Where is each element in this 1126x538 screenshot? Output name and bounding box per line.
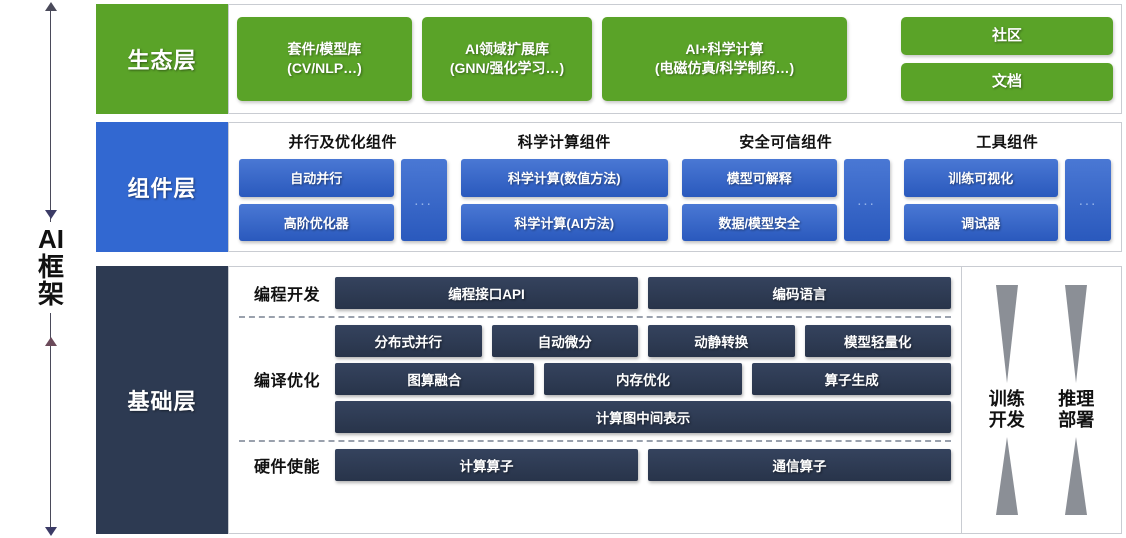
base-section-compilation: 编译优化 分布式并行 自动微分 动静转换 模型轻量化 图算融合 内存优化 算子生… bbox=[239, 325, 952, 433]
base-button-memory-optimization[interactable]: 内存优化 bbox=[543, 363, 743, 395]
base-button-programming-api[interactable]: 编程接口API bbox=[335, 277, 638, 309]
eco-box-documentation[interactable]: 文档 bbox=[901, 63, 1113, 101]
component-button-debugger[interactable]: 调试器 bbox=[903, 203, 1058, 241]
base-button-graph-operator-fusion[interactable]: 图算融合 bbox=[335, 363, 534, 395]
eco-box-ai-domain-extension-line2: (GNN/强化学习…) bbox=[449, 60, 565, 76]
eco-box-ai-scientific-computing-line1: AI+科学计算 bbox=[685, 41, 764, 58]
component-button-data-model-security[interactable]: 数据/模型安全 bbox=[682, 203, 837, 241]
component-group-parallel-optimization: 并行及优化组件 自动并行 高阶优化器 ... bbox=[239, 131, 447, 241]
component-layer-row: 组件层 并行及优化组件 自动并行 高阶优化器 ... 科学计算组件 科学计算(数… bbox=[96, 122, 1122, 252]
section-divider bbox=[239, 440, 951, 442]
component-button-sci-numerical[interactable]: 科学计算(数值方法) bbox=[460, 159, 668, 197]
arrow-down-icon bbox=[995, 285, 1018, 384]
base-layer-row: 基础层 编程开发 编程接口API 编码语言 编译优化 bbox=[96, 266, 1122, 534]
ecosystem-layer-tag: 生态层 bbox=[96, 4, 228, 114]
eco-box-model-library-line2: (CV/NLP…) bbox=[287, 60, 362, 76]
section-divider bbox=[239, 316, 951, 318]
component-more-ellipsis[interactable]: ... bbox=[843, 159, 890, 241]
component-button-higher-order-optimizer[interactable]: 高阶优化器 bbox=[239, 203, 394, 241]
ecosystem-layer-body: 套件/模型库 (CV/NLP…) AI领域扩展库 (GNN/强化学习…) AI+… bbox=[228, 4, 1122, 114]
base-button-computation-graph-ir[interactable]: 计算图中间表示 bbox=[335, 401, 951, 433]
lifecycle-inference-line-2: 部署 bbox=[1058, 410, 1095, 430]
eco-box-model-library[interactable]: 套件/模型库 (CV/NLP…) bbox=[237, 17, 412, 101]
component-button-model-explainability[interactable]: 模型可解释 bbox=[682, 159, 837, 197]
base-button-model-lightweighting[interactable]: 模型轻量化 bbox=[804, 325, 951, 357]
axis-label-line-2: 框 bbox=[37, 251, 64, 282]
component-more-ellipsis[interactable]: ... bbox=[1065, 159, 1111, 241]
base-button-distributed-parallel[interactable]: 分布式并行 bbox=[335, 325, 482, 357]
base-layer-body: 编程开发 编程接口API 编码语言 编译优化 分布式并行 bbox=[228, 266, 1122, 534]
base-section-label-hardware: 硬件使能 bbox=[253, 459, 320, 476]
arrow-up-icon bbox=[1065, 436, 1088, 515]
base-section-programming: 编程开发 编程接口API 编码语言 bbox=[239, 273, 951, 309]
component-button-auto-parallel[interactable]: 自动并行 bbox=[239, 159, 394, 197]
axis-arrow-up-lower-icon bbox=[45, 337, 57, 346]
base-layer-sections: 编程开发 编程接口API 编码语言 编译优化 分布式并行 bbox=[229, 267, 961, 533]
base-button-static-dynamic-conversion[interactable]: 动静转换 bbox=[648, 325, 795, 357]
base-button-compute-operator[interactable]: 计算算子 bbox=[335, 449, 638, 481]
component-group-security-trust: 安全可信组件 模型可解释 数据/模型安全 ... bbox=[682, 131, 890, 241]
axis-label: AI 框 架 bbox=[24, 222, 78, 313]
component-more-ellipsis[interactable]: ... bbox=[400, 159, 447, 241]
eco-box-ai-domain-extension[interactable]: AI领域扩展库 (GNN/强化学习…) bbox=[422, 17, 592, 101]
axis-arrow-down-upper-icon bbox=[45, 210, 57, 219]
base-button-auto-differentiation[interactable]: 自动微分 bbox=[491, 325, 638, 357]
lifecycle-training-line-2: 开发 bbox=[988, 410, 1025, 430]
component-layer-tag: 组件层 bbox=[96, 122, 228, 252]
component-group-tools: 工具组件 训练可视化 调试器 ... bbox=[903, 131, 1111, 241]
base-section-label-compilation: 编译优化 bbox=[253, 373, 320, 390]
base-layer-tag: 基础层 bbox=[96, 266, 228, 534]
component-group-title: 安全可信组件 bbox=[739, 134, 833, 151]
base-section-label-programming: 编程开发 bbox=[253, 287, 320, 304]
component-button-sci-ai-method[interactable]: 科学计算(AI方法) bbox=[460, 203, 668, 241]
base-button-communication-operator[interactable]: 通信算子 bbox=[648, 449, 951, 481]
lifecycle-arrow-inference-label: 推理 部署 bbox=[1058, 383, 1094, 436]
component-group-title: 并行及优化组件 bbox=[288, 134, 397, 151]
axis-label-line-3: 架 bbox=[37, 279, 64, 310]
base-button-coding-language[interactable]: 编码语言 bbox=[648, 277, 951, 309]
axis-arrow-up-icon bbox=[45, 2, 57, 11]
eco-box-ai-scientific-computing-line2: (电磁仿真/科学制药…) bbox=[654, 60, 795, 76]
lifecycle-arrow-training: 训练 开发 bbox=[972, 275, 1042, 525]
component-button-training-visualization[interactable]: 训练可视化 bbox=[903, 159, 1058, 197]
component-group-title: 科学计算组件 bbox=[517, 134, 611, 151]
axis-arrow-down-icon bbox=[45, 527, 57, 536]
arrow-up-icon bbox=[995, 436, 1018, 515]
lifecycle-training-line-1: 训练 bbox=[988, 389, 1025, 410]
eco-side-stack: 社区 文档 bbox=[901, 17, 1113, 101]
axis-label-line-1: AI bbox=[38, 224, 64, 254]
eco-box-ai-domain-extension-line1: AI领域扩展库 bbox=[464, 41, 549, 58]
ecosystem-layer-row: 生态层 套件/模型库 (CV/NLP…) AI领域扩展库 (GNN/强化学习…)… bbox=[96, 4, 1122, 114]
lifecycle-arrow-training-label: 训练 开发 bbox=[989, 383, 1025, 436]
base-button-operator-generation[interactable]: 算子生成 bbox=[752, 363, 952, 395]
component-group-title: 工具组件 bbox=[976, 134, 1039, 151]
eco-box-ai-scientific-computing[interactable]: AI+科学计算 (电磁仿真/科学制药…) bbox=[602, 17, 847, 101]
lifecycle-inference-line-1: 推理 bbox=[1058, 389, 1095, 410]
base-section-hardware: 硬件使能 计算算子 通信算子 bbox=[239, 449, 951, 485]
arrow-down-icon bbox=[1065, 285, 1088, 384]
ai-framework-axis: AI 框 架 bbox=[0, 0, 96, 538]
lifecycle-arrow-inference: 推理 部署 bbox=[1042, 275, 1112, 525]
lifecycle-arrows: 训练 开发 推理 部署 bbox=[961, 267, 1121, 533]
eco-box-community[interactable]: 社区 bbox=[901, 17, 1113, 55]
component-group-scientific-computing: 科学计算组件 科学计算(数值方法) 科学计算(AI方法) bbox=[460, 131, 668, 241]
eco-box-model-library-line1: 套件/模型库 bbox=[287, 41, 362, 58]
component-layer-body: 并行及优化组件 自动并行 高阶优化器 ... 科学计算组件 科学计算(数值方法)… bbox=[228, 122, 1122, 252]
